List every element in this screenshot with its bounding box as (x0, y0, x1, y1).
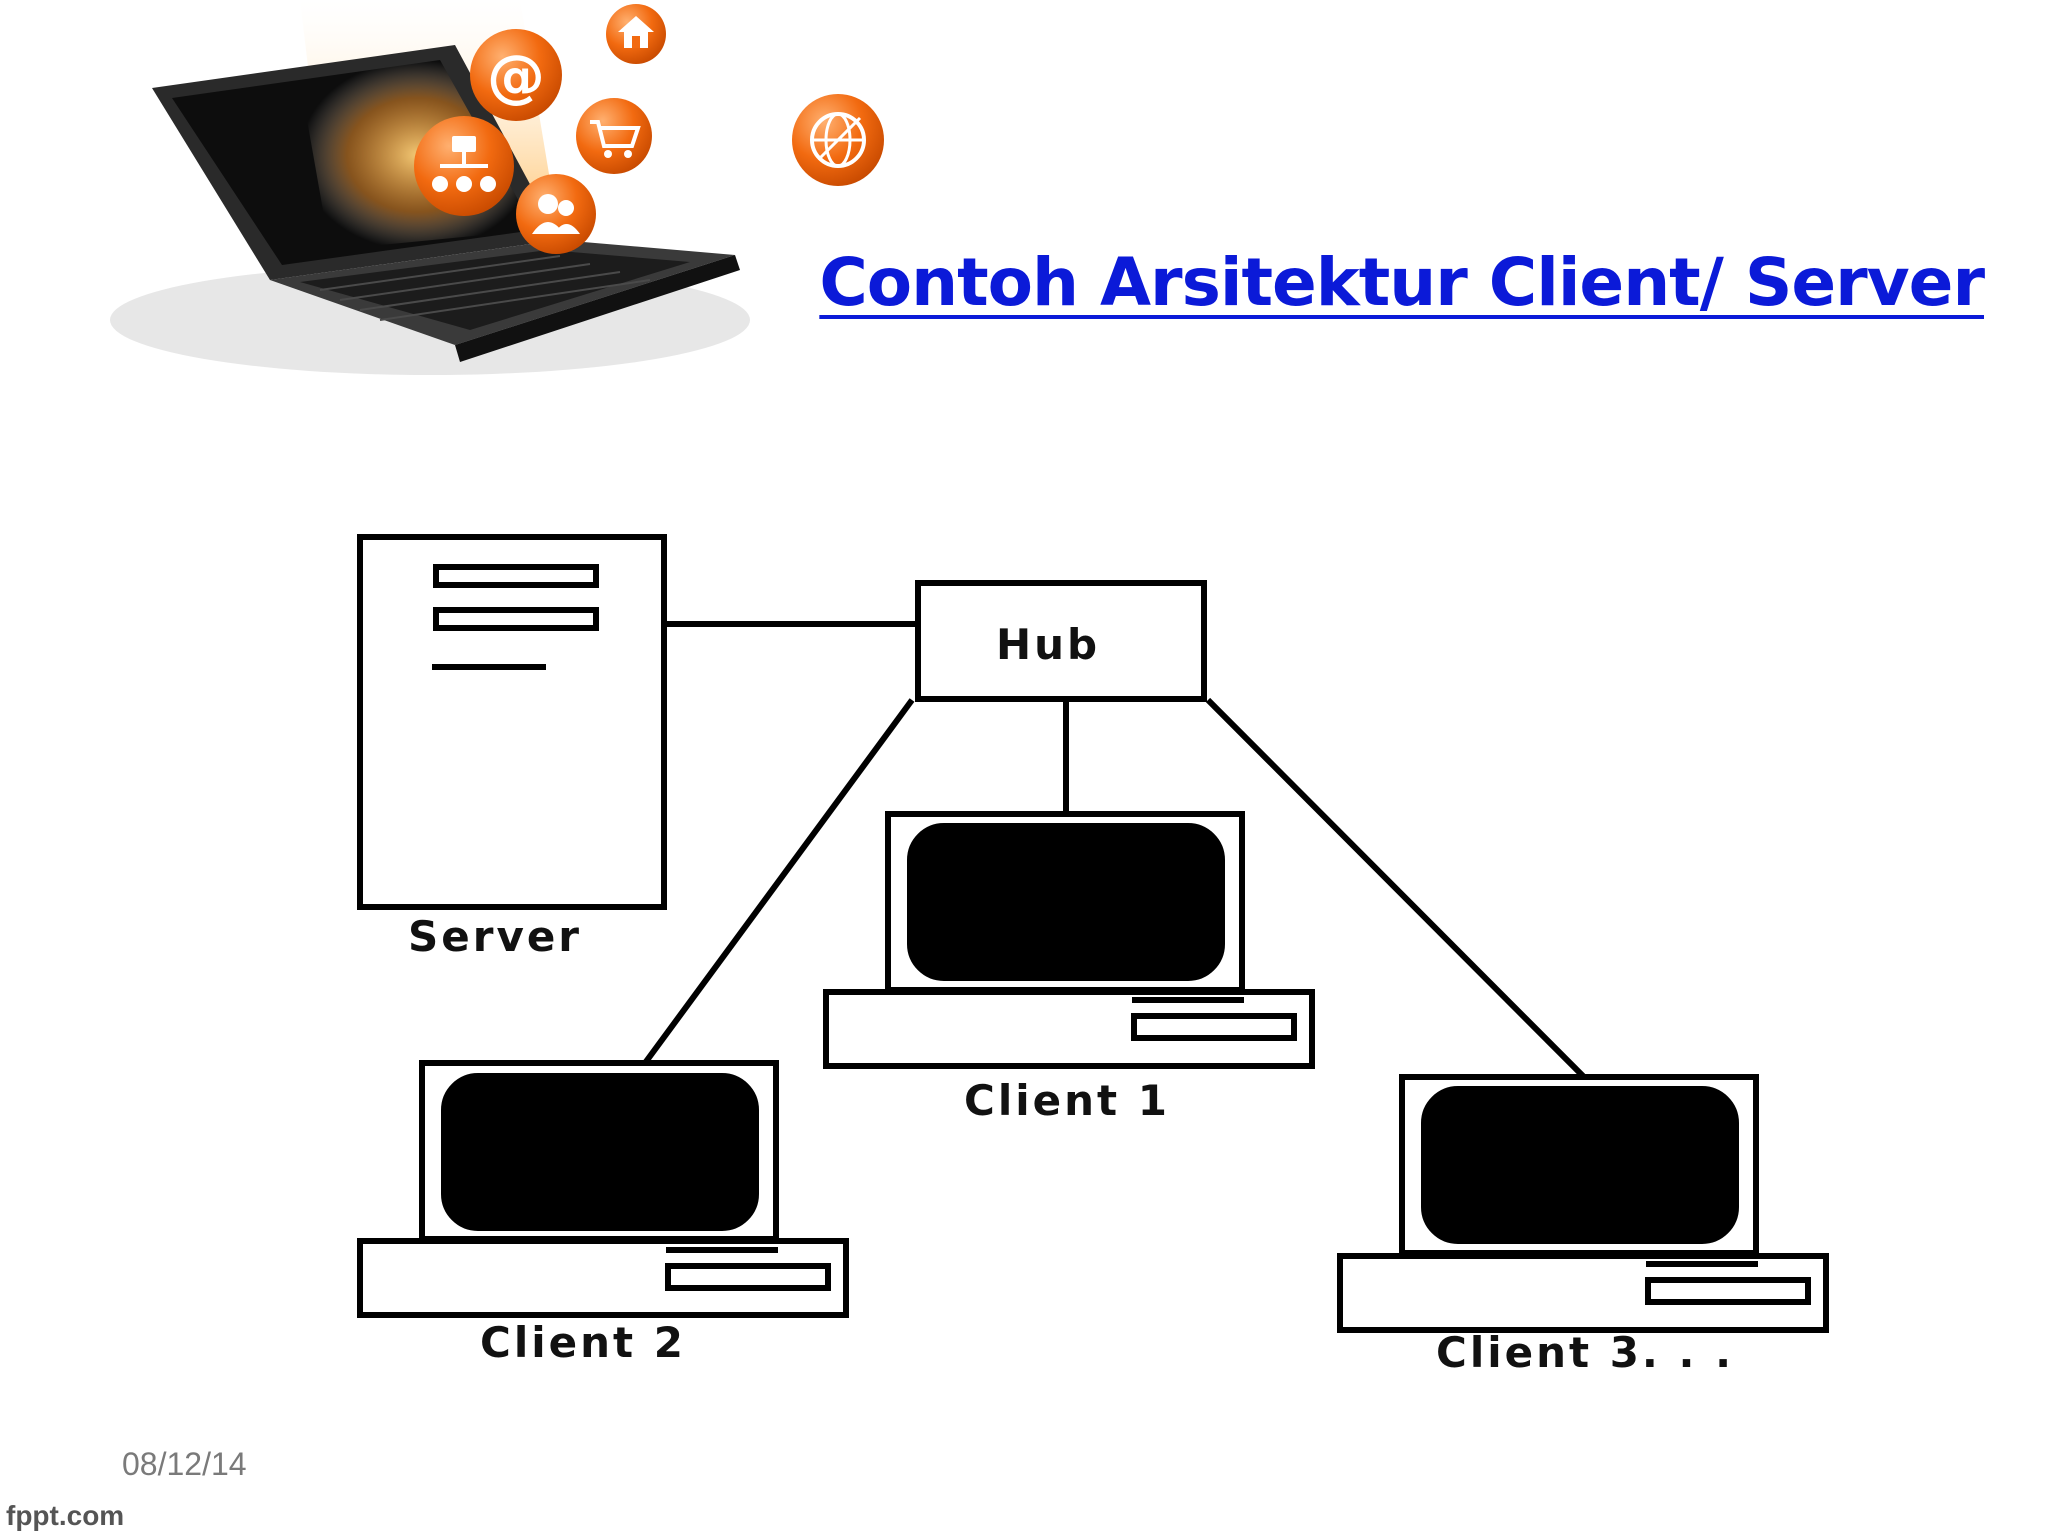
svg-text:@: @ (487, 42, 545, 110)
client-2-label: Client 2 (480, 1318, 686, 1367)
hub-label: Hub (996, 620, 1101, 669)
laptop-icon (110, 45, 750, 375)
link-hub-client2 (642, 698, 915, 1065)
home-icon (606, 4, 666, 64)
client-1-computer-icon (823, 811, 1315, 1069)
link-hub-client3 (1205, 697, 1586, 1079)
users-icon (516, 174, 596, 254)
client-2-computer-icon (357, 1060, 849, 1318)
server-icon (357, 534, 667, 910)
slide-date: 08/12/14 (122, 1446, 247, 1482)
client-1-label: Client 1 (964, 1076, 1170, 1125)
footer-brand: fppt.com (6, 1500, 125, 1531)
server-label: Server (408, 912, 583, 961)
email-icon: @ (470, 29, 562, 121)
client-3-computer-icon (1337, 1074, 1829, 1333)
globe-icon (792, 94, 884, 186)
hub-icon (915, 580, 1207, 702)
slide-title: Contoh Arsitektur Client/ Server (819, 244, 1985, 321)
client-3-label: Client 3. . . (1436, 1328, 1735, 1377)
network-icon (414, 116, 514, 216)
header-illustration: @ (110, 0, 884, 375)
shopping-cart-icon (576, 98, 652, 174)
